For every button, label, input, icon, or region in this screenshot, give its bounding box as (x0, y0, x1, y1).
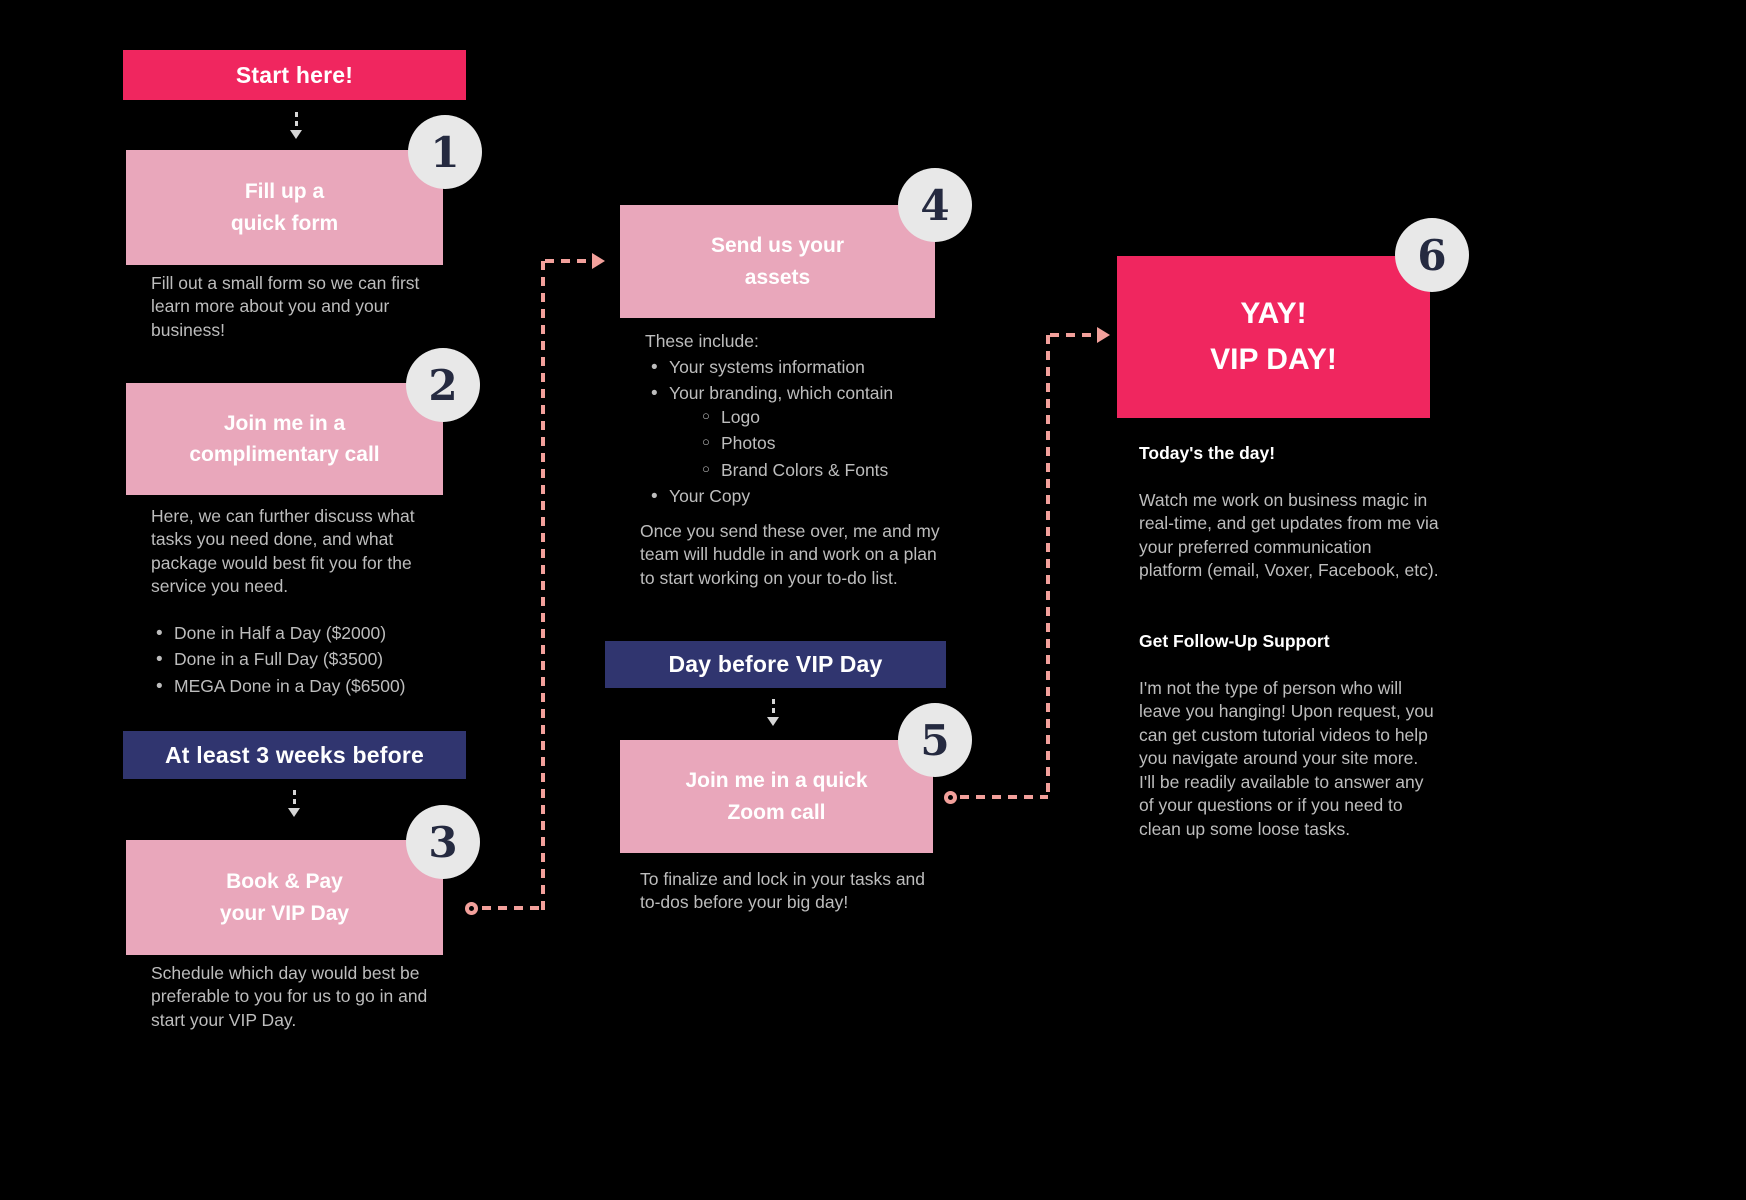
step3-badge: 3 (406, 805, 480, 879)
step1-box: Fill up a quick form (126, 150, 443, 265)
pricing-item-label: Done in Half a Day ($2000) (174, 623, 387, 643)
asset-item: Your Copy (645, 484, 945, 510)
connector-line (1046, 335, 1050, 799)
step4-description: Once you send these over, me and my team… (640, 521, 940, 588)
connector-line (960, 795, 1048, 799)
branding-sub-item: Brand Colors & Fonts (697, 459, 945, 482)
step6-heading-followup: Get Follow-Up Support (1139, 631, 1330, 651)
step5-badge: 5 (898, 703, 972, 777)
step5-description: To finalize and lock in your tasks and t… (640, 869, 926, 913)
down-arrow-line (771, 699, 775, 716)
down-arrow-icon (766, 699, 780, 726)
step6-paragraph-followup: I'm not the type of person who will leav… (1139, 678, 1434, 839)
three-weeks-label: At least 3 weeks before (165, 741, 424, 768)
asset-item: Your branding, which contain Logo Photos… (645, 381, 945, 482)
connector-arrowhead-icon (1097, 327, 1110, 343)
step1-title: Fill up a quick form (230, 180, 339, 235)
three-weeks-banner: At least 3 weeks before (123, 731, 466, 779)
assets-list: Your systems information Your branding, … (645, 355, 945, 512)
start-here-banner: Start here! (123, 50, 466, 100)
assets-list-intro: These include: (645, 331, 759, 351)
step6-heading-today: Today's the day! (1139, 443, 1276, 463)
pricing-item: Done in a Full Day ($3500) (150, 647, 450, 673)
step4-box: Send us your assets (620, 205, 935, 318)
down-arrow-line (294, 112, 298, 129)
step2-badge: 2 (406, 348, 480, 422)
step3-description: Schedule which day would best be prefera… (151, 963, 428, 1030)
step4-title: Send us your assets (710, 234, 845, 289)
down-arrow-icon (287, 790, 301, 817)
branding-sub-label: Photos (721, 433, 776, 454)
step6-paragraph-today: Watch me work on business magic in real-… (1139, 490, 1439, 581)
step3-box: Book & Pay your VIP Day (126, 840, 443, 955)
connector-dot-icon (465, 902, 478, 915)
branding-sub-item: Photos (697, 432, 945, 455)
down-arrow-head (767, 717, 779, 726)
day-before-label: Day before VIP Day (668, 651, 883, 677)
branding-sub-item: Logo (697, 406, 945, 429)
step6-title: YAY! VIP DAY! (1210, 296, 1337, 377)
step4-badge: 4 (898, 168, 972, 242)
down-arrow-icon (289, 112, 303, 139)
step2-description: Here, we can further discuss what tasks … (151, 506, 415, 597)
step5-box: Join me in a quick Zoom call (620, 740, 933, 853)
step6-box: YAY! VIP DAY! (1117, 256, 1430, 418)
connector-line (545, 259, 592, 263)
connector-arrowhead-icon (592, 253, 605, 269)
branding-sub-label: Logo (721, 406, 760, 427)
branding-sub-label: Brand Colors & Fonts (721, 459, 889, 480)
pricing-item-label: MEGA Done in a Day ($6500) (174, 675, 406, 696)
connector-line (482, 906, 543, 910)
branding-sublist: Logo Photos Brand Colors & Fonts (697, 406, 945, 482)
asset-item-label: Your systems information (669, 357, 865, 377)
step1-description: Fill out a small form so we can first le… (151, 273, 420, 340)
down-arrow-head (290, 130, 302, 139)
connector-line (541, 261, 545, 910)
step2-box: Join me in a complimentary call (126, 383, 443, 495)
pricing-item: Done in Half a Day ($2000) (150, 621, 450, 647)
start-here-label: Start here! (235, 61, 354, 88)
pricing-item-label: Done in a Full Day ($3500) (174, 649, 384, 670)
asset-item-label: Your Copy (669, 486, 751, 507)
asset-item: Your systems information (645, 355, 945, 381)
step6-badge: 6 (1395, 218, 1469, 292)
down-arrow-line (292, 790, 296, 807)
connector-line (1050, 333, 1098, 337)
step5-title: Join me in a quick Zoom call (685, 769, 868, 824)
asset-item-label: Your branding, which contain (669, 383, 894, 404)
step1-badge: 1 (408, 115, 482, 189)
step2-title: Join me in a complimentary call (189, 411, 380, 467)
day-before-banner: Day before VIP Day (605, 641, 946, 688)
connector-dot-icon (944, 791, 957, 804)
pricing-item: MEGA Done in a Day ($6500) (150, 674, 450, 700)
step3-title: Book & Pay your VIP Day (219, 870, 350, 925)
down-arrow-head (288, 808, 300, 817)
pricing-list: Done in Half a Day ($2000) Done in a Ful… (150, 621, 450, 701)
